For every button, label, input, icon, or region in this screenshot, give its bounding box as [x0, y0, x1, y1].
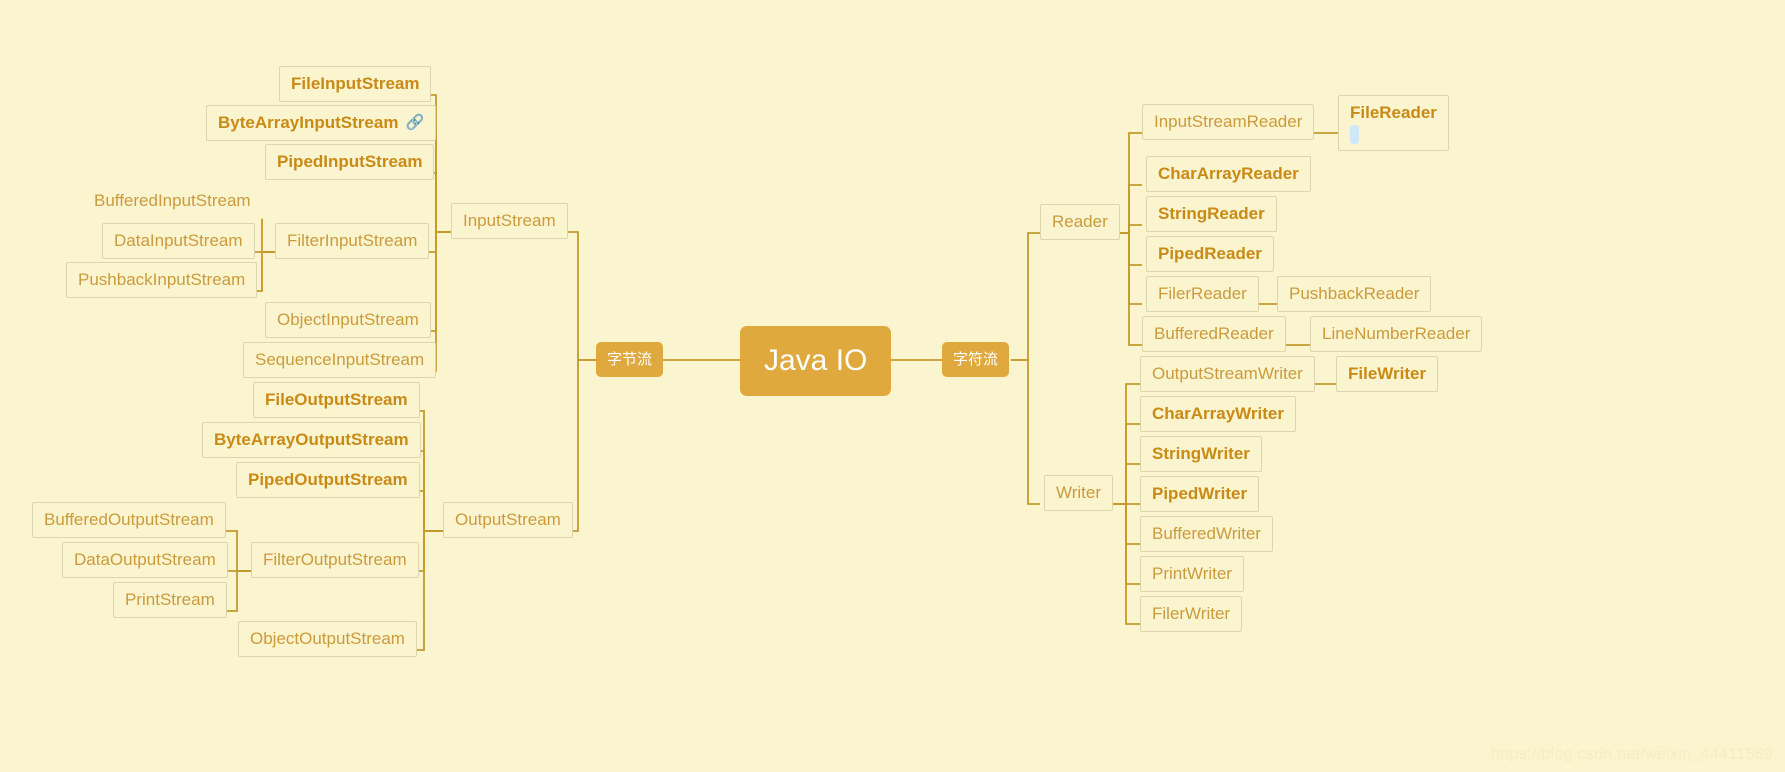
node-byte-array-output-stream[interactable]: ByteArrayOutputStream — [202, 422, 421, 458]
node-output-stream[interactable]: OutputStream — [443, 502, 573, 538]
branch-node-byte-stream[interactable]: 字节流 — [596, 342, 664, 377]
node-object-input-stream[interactable]: ObjectInputStream — [265, 302, 431, 338]
node-writer[interactable]: Writer — [1044, 475, 1114, 511]
node-filter-output-stream[interactable]: FilterOutputStream — [251, 542, 419, 578]
node-data-input-stream[interactable]: DataInputStream — [102, 223, 255, 259]
node-piped-writer[interactable]: PipedWriter — [1140, 476, 1260, 512]
node-print-writer[interactable]: PrintWriter — [1140, 556, 1244, 592]
node-string-reader[interactable]: StringReader — [1146, 196, 1277, 232]
node-pushback-reader[interactable]: PushbackReader — [1277, 276, 1432, 312]
node-input-stream[interactable]: InputStream — [451, 203, 568, 239]
node-buffered-reader[interactable]: BufferedReader — [1142, 316, 1286, 352]
node-piped-output-stream[interactable]: PipedOutputStream — [236, 462, 420, 498]
node-buffered-output-stream[interactable]: BufferedOutputStream — [32, 502, 226, 538]
node-label: ByteArrayInputStream — [218, 113, 399, 132]
node-reader[interactable]: Reader — [1040, 204, 1120, 240]
node-label: FileReader — [1350, 103, 1437, 122]
node-char-array-writer[interactable]: CharArrayWriter — [1140, 396, 1296, 432]
node-byte-array-input-stream[interactable]: ByteArrayInputStream 🔗 — [206, 105, 437, 141]
node-sequence-input-stream[interactable]: SequenceInputStream — [243, 342, 437, 378]
node-file-output-stream[interactable]: FileOutputStream — [253, 382, 420, 418]
node-pushback-input-stream[interactable]: PushbackInputStream — [66, 262, 258, 298]
root-node-java-io[interactable]: Java IO — [740, 326, 892, 396]
node-piped-reader[interactable]: PipedReader — [1146, 236, 1274, 272]
node-file-input-stream[interactable]: FileInputStream — [279, 66, 432, 102]
node-filer-writer[interactable]: FilerWriter — [1140, 596, 1243, 632]
branch-node-char-stream[interactable]: 字符流 — [942, 342, 1010, 377]
node-buffered-writer[interactable]: BufferedWriter — [1140, 516, 1273, 552]
node-filter-input-stream[interactable]: FilterInputStream — [275, 223, 430, 259]
node-object-output-stream[interactable]: ObjectOutputStream — [238, 621, 417, 657]
node-buffered-input-stream[interactable]: BufferedInputStream — [82, 183, 263, 219]
node-output-stream-writer[interactable]: OutputStreamWriter — [1140, 356, 1315, 392]
node-file-reader[interactable]: FileReader — [1338, 95, 1449, 151]
node-print-stream[interactable]: PrintStream — [113, 582, 227, 618]
node-data-output-stream[interactable]: DataOutputStream — [62, 542, 228, 578]
node-input-stream-reader[interactable]: InputStreamReader — [1142, 104, 1315, 140]
node-line-number-reader[interactable]: LineNumberReader — [1310, 316, 1483, 352]
text-cursor — [1350, 125, 1359, 144]
link-icon: 🔗 — [405, 114, 425, 131]
node-filer-reader[interactable]: FilerReader — [1146, 276, 1259, 312]
node-file-writer[interactable]: FileWriter — [1336, 356, 1439, 392]
node-char-array-reader[interactable]: CharArrayReader — [1146, 156, 1311, 192]
watermark: https://blog.csdn.net/weixin_44411569 — [1490, 746, 1773, 763]
node-piped-input-stream[interactable]: PipedInputStream — [265, 144, 435, 180]
node-string-writer[interactable]: StringWriter — [1140, 436, 1262, 472]
